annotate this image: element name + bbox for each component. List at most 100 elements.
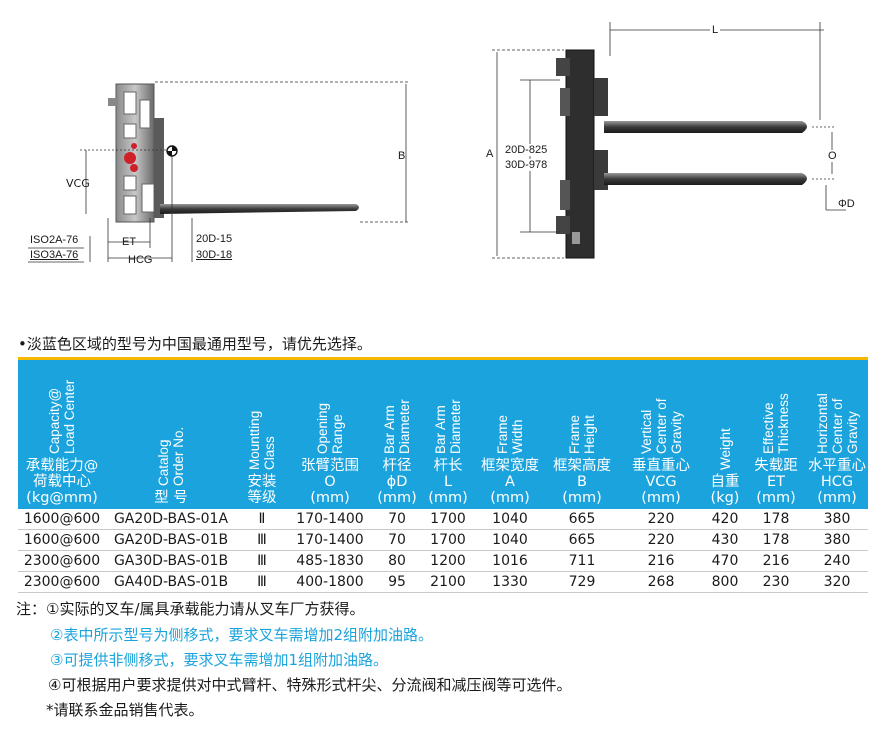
- column-header-en: Frame Width: [495, 414, 525, 454]
- label-30d-18: 30D-18: [196, 249, 233, 261]
- table-cell: 170-1400: [288, 509, 372, 530]
- table-cell: 70: [372, 509, 422, 530]
- table-cell: 220: [618, 509, 704, 530]
- label-iso2a: ISO2A-76: [30, 234, 79, 246]
- column-header-zh: 失载距 ET (mm): [754, 458, 798, 506]
- table-cell: 1700: [422, 509, 474, 530]
- table-cell: Ⅲ: [236, 550, 288, 572]
- label-phi-d: ΦD: [838, 198, 855, 210]
- column-header-zh: 杆径 ϕD (mm): [377, 458, 417, 506]
- top-bar-arm-1: [604, 121, 807, 133]
- column-header-zh: 张臂范围 O (mm): [301, 458, 359, 506]
- table-cell: 420: [704, 509, 746, 530]
- side-view-drawing: [28, 81, 410, 263]
- label-20d-825: 20D-825: [505, 144, 548, 156]
- label-et: ET: [122, 236, 137, 248]
- column-header: Opening Range 张臂范围 O (mm): [288, 360, 372, 509]
- note-line: ②表中所示型号为侧移式，要求叉车需增加2组附加油路。: [50, 626, 433, 644]
- table-cell: GA20D-BAS-01A: [106, 509, 236, 530]
- table-cell: 1200: [422, 550, 474, 572]
- column-header: Mountting Class 安装 等级: [236, 360, 288, 509]
- table-cell: 1600@600: [18, 509, 106, 530]
- table-cell: 178: [746, 509, 806, 530]
- label-20d-15: 20D-15: [196, 233, 233, 245]
- table-cell: 1016: [474, 550, 546, 572]
- table-cell: 485-1830: [288, 550, 372, 572]
- table-cell: Ⅲ: [236, 529, 288, 551]
- column-header-zh: 安装 等级: [247, 474, 277, 506]
- top-bar-arm-2: [604, 173, 807, 185]
- label-l: L: [710, 24, 721, 36]
- label-hcg: HCG: [128, 254, 153, 266]
- table-cell: 380: [806, 509, 868, 530]
- hydraulic-fitting: [124, 152, 136, 164]
- column-header-en: Weight: [717, 428, 733, 470]
- column-header-zh: 杆长 L (mm): [428, 458, 468, 506]
- table-cell: 430: [704, 529, 746, 551]
- table-cell: 400-1800: [288, 571, 372, 593]
- column-header-en: Horizontal Center of Gravity: [814, 393, 860, 454]
- table-cell: 1330: [474, 571, 546, 593]
- table-cell: 240: [806, 550, 868, 572]
- column-header: Frame Height 框架高度 B (mm): [546, 360, 618, 509]
- table-cell: 1600@600: [18, 529, 106, 551]
- column-header-en: Frame Height: [567, 414, 597, 454]
- table-cell: 1040: [474, 509, 546, 530]
- column-header-en: Bar Arm Diameter: [382, 399, 412, 454]
- table-cell: 2300@600: [18, 571, 106, 593]
- table-cell: 70: [372, 529, 422, 551]
- label-o: O: [828, 150, 837, 162]
- technical-drawings: [28, 22, 846, 263]
- column-header-en: Opening Range: [315, 402, 345, 454]
- column-header: Frame Width 框架宽度 A (mm): [474, 360, 546, 509]
- table-accent-line: [18, 357, 868, 360]
- top-view-drawing: [492, 22, 846, 259]
- table-cell: 380: [806, 529, 868, 551]
- column-header-en: Mountting Class: [247, 410, 277, 470]
- table-cell: 729: [546, 571, 618, 593]
- table-cell: 268: [618, 571, 704, 593]
- column-header-zh: 框架高度 B (mm): [553, 458, 611, 506]
- label-iso3a: ISO3A-76: [30, 249, 79, 261]
- column-header-en: Catalog Order No.: [156, 426, 186, 486]
- table-cell: 1700: [422, 529, 474, 551]
- table-cell: 216: [618, 550, 704, 572]
- side-bar-arm: [160, 204, 359, 214]
- table-cell: 470: [704, 550, 746, 572]
- column-header-en: Capacity@ Load Center: [47, 379, 77, 454]
- column-header-zh: 垂直重心 VCG (mm): [632, 458, 690, 506]
- table-cell: 2300@600: [18, 550, 106, 572]
- note-line: 注：①实际的叉车/属具承载能力请从叉车厂方获得。: [16, 600, 365, 618]
- intro-note: •淡蓝色区域的型号为中国最通用型号，请优先选择。: [18, 335, 372, 353]
- table-cell: 220: [618, 529, 704, 551]
- table-cell: 95: [372, 571, 422, 593]
- table-cell: 80: [372, 550, 422, 572]
- table-cell: GA20D-BAS-01B: [106, 529, 236, 551]
- note-line: ④可根据用户要求提供对中式臂杆、特殊形式杆尖、分流阀和减压阀等可选件。: [48, 676, 572, 694]
- table-cell: 170-1400: [288, 529, 372, 551]
- table-cell: 665: [546, 529, 618, 551]
- column-header: Catalog Order No.型 号: [106, 360, 236, 509]
- table-cell: 1040: [474, 529, 546, 551]
- table-cell: 711: [546, 550, 618, 572]
- table-cell: 800: [704, 571, 746, 593]
- top-frame: [565, 49, 595, 259]
- label-30d-978: 30D-978: [505, 159, 548, 171]
- table-cell: GA30D-BAS-01B: [106, 550, 236, 572]
- label-a: A: [486, 148, 494, 160]
- column-header: Bar Arm Diameter 杆径 ϕD (mm): [372, 360, 422, 509]
- column-header-zh: 框架宽度 A (mm): [481, 458, 539, 506]
- table-cell: 178: [746, 529, 806, 551]
- label-b: B: [398, 150, 406, 162]
